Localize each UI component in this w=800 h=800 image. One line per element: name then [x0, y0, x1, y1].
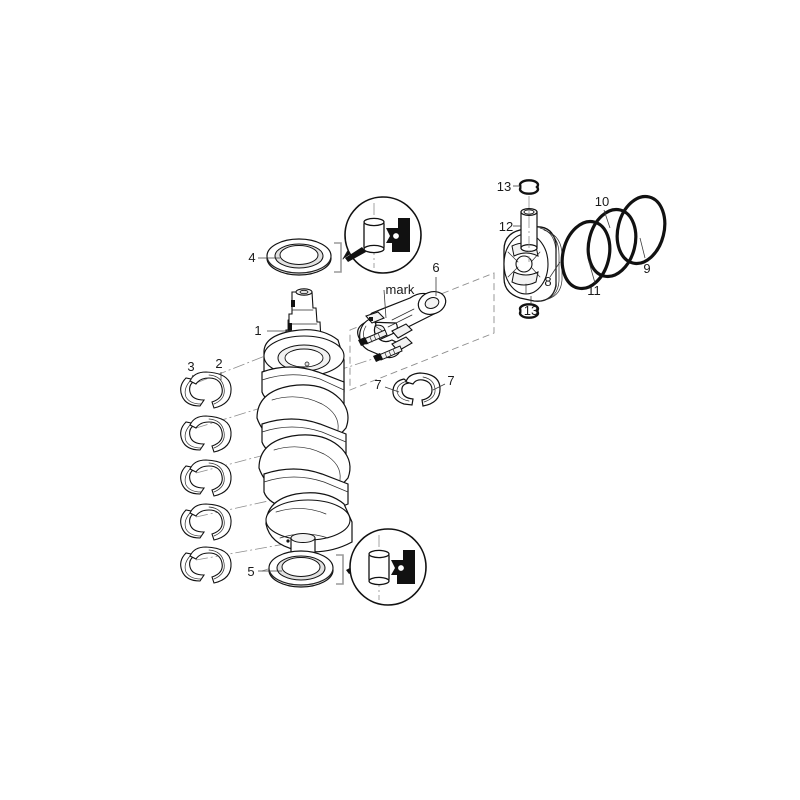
piston-pin: [520, 196, 538, 262]
callout-11: 11: [587, 283, 601, 298]
callout-13-upper: 13: [497, 179, 511, 194]
callout-5: 5: [247, 564, 254, 579]
con-rod-bolt: [373, 345, 403, 362]
con-rod-bolt: [358, 329, 388, 346]
callout-labels: 1 2 3 4 5 6 7 7 8 9 10 11 12 13 13 mark: [187, 179, 650, 579]
rear-oil-seal: [268, 550, 334, 588]
callout-10: 10: [595, 194, 609, 209]
callout-7-left: 7: [374, 377, 381, 392]
piston-pin-circlip-lower: [518, 303, 540, 319]
main-bearing-pair: [180, 459, 232, 497]
main-bearing-pair: [180, 546, 232, 584]
front-oil-seal: [266, 238, 332, 276]
rear-seal-bracket: [336, 554, 344, 585]
piston-pin-circlip-upper: [518, 179, 540, 195]
front-seal-bracket: [334, 242, 342, 273]
piston-ring-oil: [615, 194, 667, 266]
callout-3: 3: [187, 359, 194, 374]
callout-13-lower: 13: [524, 303, 538, 318]
main-bearing-pair: [180, 371, 232, 409]
detail-view-front-seal: [344, 196, 422, 274]
callout-6: 6: [432, 260, 439, 275]
con-rod-group-box: [349, 272, 495, 391]
leader-lines: [189, 185, 646, 572]
main-bearing-pair: [180, 415, 232, 453]
callout-1: 1: [254, 323, 261, 338]
main-bearing-shells-group: [180, 371, 232, 584]
mark-label: mark: [386, 282, 415, 297]
connecting-rod-bolts: [358, 329, 403, 362]
callout-2: 2: [215, 356, 222, 371]
main-bearing-pair: [180, 503, 232, 541]
callout-7-right: 7: [447, 373, 454, 388]
detail-view-rear-seal: [349, 528, 427, 606]
callout-4: 4: [248, 250, 255, 265]
callout-8: 8: [544, 274, 551, 289]
piston-ring-second: [586, 207, 638, 279]
callout-12: 12: [499, 219, 513, 234]
front-detail-tail: [345, 247, 366, 262]
con-rod-bearing-shells: [392, 372, 441, 407]
piston-ring-top: [560, 219, 612, 291]
callout-9: 9: [643, 261, 650, 276]
